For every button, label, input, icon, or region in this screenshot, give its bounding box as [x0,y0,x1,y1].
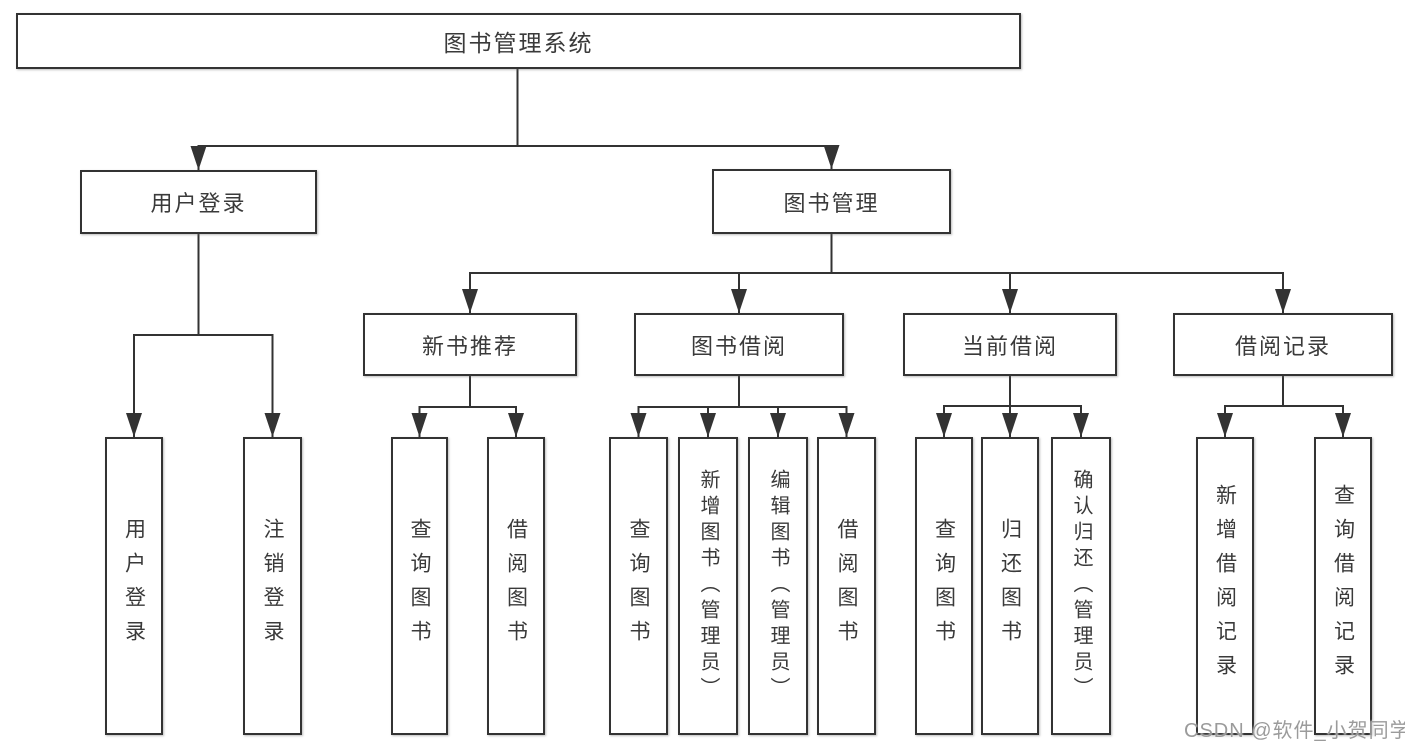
arrow-icon [1275,289,1291,313]
node-new-book-recommendation: 新书推荐 [363,313,577,376]
node-label: 借阅记录 [1234,333,1331,359]
arrow-icon [411,413,428,437]
leaf-query-books-recommend: 查询图书 [391,437,448,735]
connector-bookmgmt-branch [469,272,1284,315]
arrow-icon [700,413,716,437]
node-label: 当前借阅 [961,333,1058,359]
leaf-query-books-current: 查询图书 [915,437,973,735]
arrow-icon [190,146,207,170]
leaf-query-books-borrowing: 查询图书 [609,437,668,735]
arrow-icon [1002,289,1018,313]
node-library-management-system: 图书管理系统 [16,13,1021,69]
arrow-icon [264,413,281,437]
leaf-borrow-books-recommend: 借阅图书 [487,437,545,735]
node-label: 查询借阅记录 [1331,484,1355,688]
connector-records-branch [1224,405,1344,439]
node-label: 借阅图书 [504,518,528,654]
arrow-icon [1073,413,1089,437]
leaf-logout: 注销登录 [243,437,302,735]
arrow-icon [1002,413,1018,437]
arrow-icon [770,413,786,437]
arrow-icon [630,413,647,437]
arrow-icon [508,413,524,437]
connector-userlogin-branch [133,334,274,439]
node-book-borrowing: 图书借阅 [634,313,844,376]
node-label: 新增图书（管理员） [697,469,719,703]
arrow-icon [1217,413,1233,437]
node-borrow-records: 借阅记录 [1173,313,1393,376]
leaf-add-borrow-record: 新增借阅记录 [1196,437,1254,735]
node-label: 查询图书 [627,518,650,654]
node-label: 用户登录 [122,518,146,654]
node-label: 确认归还（管理员） [1070,469,1092,703]
node-current-borrowing: 当前借阅 [903,313,1117,376]
node-user-login: 用户登录 [80,170,317,234]
arrow-icon [1335,413,1351,437]
watermark: CSDN @软件_小贺同学 [1184,720,1405,742]
leaf-query-borrow-record: 查询借阅记录 [1314,437,1372,735]
node-label: 归还图书 [998,518,1022,654]
node-label: 查询图书 [932,518,956,654]
node-label: 图书借阅 [690,333,787,359]
leaf-user-login: 用户登录 [105,437,163,735]
leaf-edit-book-admin: 编辑图书（管理员） [748,437,808,735]
connector-borrowing-branch [637,406,848,439]
arrow-icon [936,413,952,437]
connector-newbook-branch [418,406,517,439]
arrowheads [126,145,1351,437]
leaf-return-books: 归还图书 [981,437,1039,735]
node-label: 图书管理系统 [443,30,594,56]
node-label: 编辑图书（管理员） [767,469,789,703]
leaf-confirm-return-admin: 确认归还（管理员） [1051,437,1111,735]
arrow-icon [126,413,142,437]
node-label: 图书管理 [783,190,880,216]
arrow-icon [838,413,855,437]
leaf-add-book-admin: 新增图书（管理员） [678,437,738,735]
node-label: 注销登录 [261,518,284,654]
arrow-icon [731,289,747,313]
node-label: 用户登录 [150,191,247,216]
arrow-icon [823,145,840,169]
node-label: 新增借阅记录 [1213,484,1237,688]
leaf-borrow-books-borrowing: 借阅图书 [817,437,876,735]
node-label: 新书推荐 [421,333,518,359]
node-book-management: 图书管理 [712,169,951,234]
node-label: 查询图书 [408,518,431,654]
arrow-icon [462,289,478,313]
node-label: 借阅图书 [835,518,858,654]
